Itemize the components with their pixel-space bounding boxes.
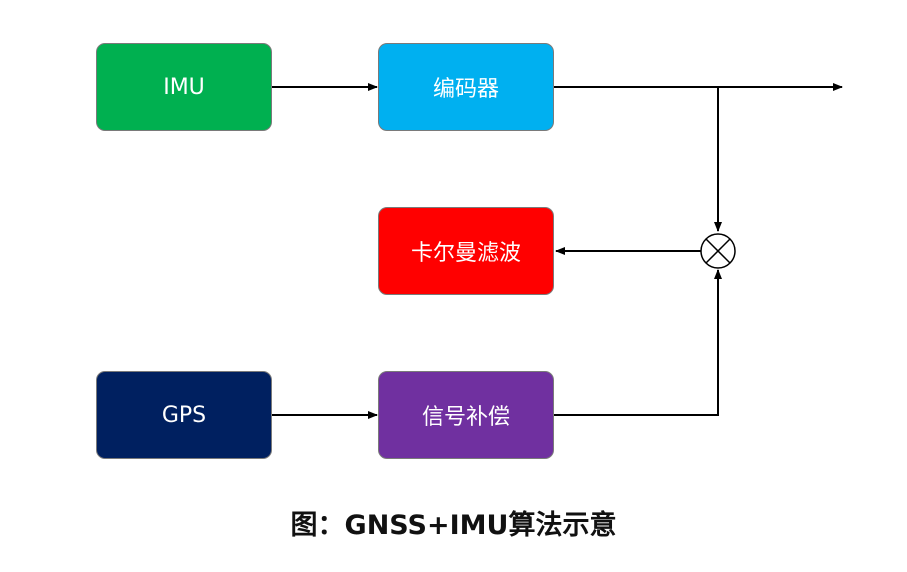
diagram-caption: 图：GNSS+IMU算法示意 bbox=[290, 510, 617, 541]
node-signal-compensation: 信号补偿 bbox=[378, 371, 554, 459]
node-kalman-filter: 卡尔曼滤波 bbox=[378, 207, 554, 295]
edge-compensation-to-multiplier bbox=[554, 269, 722, 416]
node-gps: GPS bbox=[96, 371, 272, 459]
node-encoder: 编码器 bbox=[378, 43, 554, 131]
node-imu: IMU bbox=[96, 43, 272, 131]
multiplier-icon bbox=[700, 233, 736, 269]
